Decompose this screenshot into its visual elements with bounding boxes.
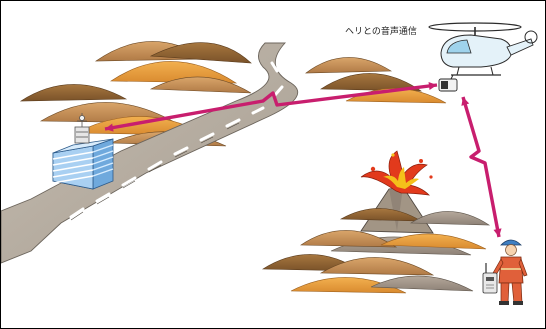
- link-helicopter-firefighter-head-end: [493, 228, 502, 237]
- hills-top-right: [305, 57, 447, 104]
- hills-bottom-right: [261, 208, 491, 294]
- antenna-tower-icon: [74, 113, 90, 144]
- link-helicopter-firefighter-head-start: [461, 97, 470, 106]
- link-building-helicopter: [104, 83, 438, 131]
- radio-transceiver-icon: [482, 263, 498, 294]
- base-station-building: [52, 113, 114, 190]
- link-helicopter-firefighter: [461, 96, 501, 238]
- firefighter-icon: [492, 239, 528, 305]
- helicopter-voice-link-label: ヘリとの音声通信: [345, 27, 417, 37]
- link-building-helicopter-head-end: [428, 81, 437, 91]
- link-building-helicopter-head-start: [105, 123, 114, 132]
- helicopter-icon: [428, 22, 538, 92]
- communication-links: [104, 81, 502, 238]
- road: [1, 42, 299, 264]
